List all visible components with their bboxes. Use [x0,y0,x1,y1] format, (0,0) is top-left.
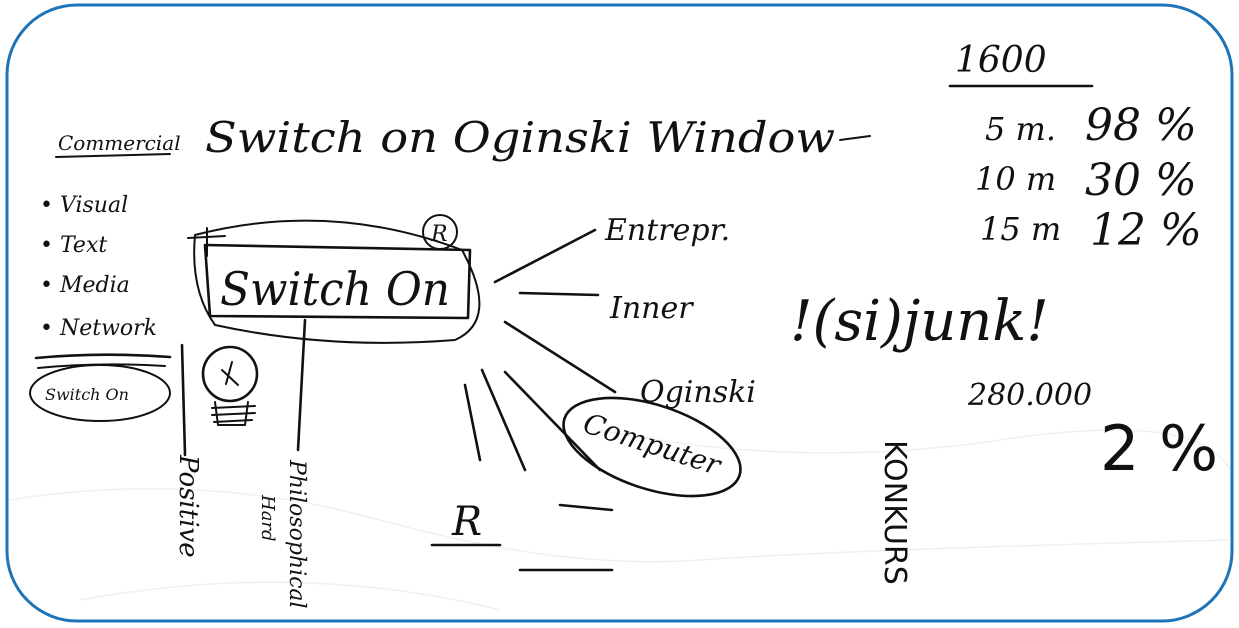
channels-divider [34,353,172,360]
corner-mark: R [430,222,448,247]
stats-total: 1600 [955,40,1047,81]
vertical-note-hard: Hard [257,494,278,542]
vertical-note-positive: Positive [173,454,203,558]
center-tick [187,227,226,257]
center-node-label: Switch On [220,262,450,316]
side-label: Commercial [58,131,181,155]
rotated-note-konkurs: KONKURS [877,440,912,585]
side-label-underline [55,153,171,158]
channel-item-network: • Network [40,316,157,341]
lightbulb-icon [201,345,259,426]
title-tail-stroke [839,135,871,141]
computer-oval [562,396,742,498]
stats-row-2-time: 10 m [975,160,1056,198]
stats-row-1-time: 5 m. [985,110,1056,148]
channels-circled-text: Switch On [45,385,129,404]
r-mark: R [451,499,482,545]
channel-item-visual: • Visual [40,193,128,218]
bottom-stats-number: 280.000 [967,378,1092,413]
channel-item-media: • Media [40,273,130,298]
branch-label-inner: Inner [609,291,694,326]
stats-row-1-percent: 98 % [1085,100,1197,151]
vertical-note-philosophical: Philosophical [284,459,309,609]
branch-lines [180,228,617,572]
bottom-stats-percent: 2 % [1100,412,1218,485]
board-frame [5,3,1234,623]
channels-circled-oval [29,364,171,422]
junk-text: !(si)junk! [790,289,1049,354]
stats-row-2-percent: 30 % [1085,155,1197,206]
stats-row-3-percent: 12 % [1090,205,1202,256]
board-title: Switch on Oginski Window [205,113,835,162]
corner-mark-circle [422,214,458,250]
branch-label-entrepr: Entrepr. [604,213,730,248]
channel-item-text: • Text [40,233,107,258]
center-box [203,243,472,320]
stats-row-3-time: 15 m [980,210,1061,248]
background-map [9,429,1231,611]
center-oval [193,219,481,344]
